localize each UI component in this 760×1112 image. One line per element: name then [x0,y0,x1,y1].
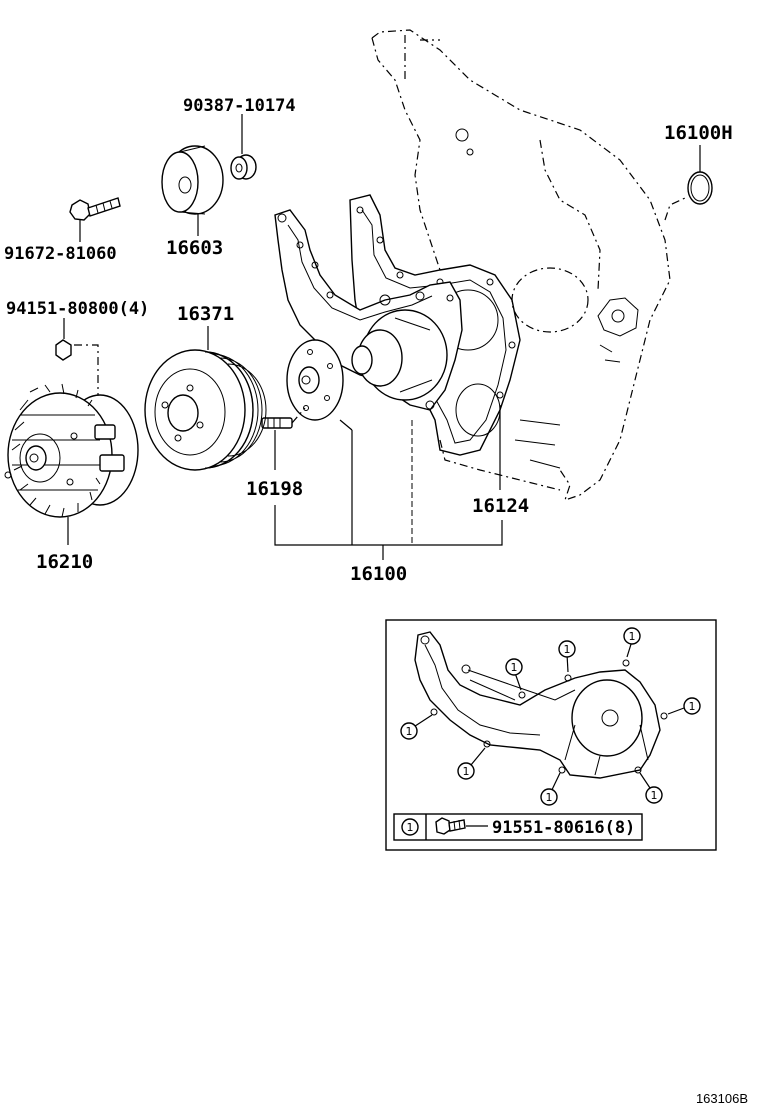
callout-1: 1 [689,700,696,713]
callout-1: 1 [511,661,518,674]
callout-1: 1 [463,765,470,778]
idler-pulley-16603 [161,145,224,236]
pulley-16371 [144,326,267,471]
bolt-91672-81060 [69,197,121,242]
label-90387-10174: 90387-10174 [183,96,296,116]
label-91551-80616: 91551-80616(8) [492,818,635,838]
legend-callout-1: 1 [407,821,414,834]
callout-1: 1 [406,725,413,738]
callout-markers: 1 1 1 1 1 1 1 1 [400,627,701,806]
nut-94151-80800 [55,318,99,395]
timing-cover-outline [371,29,686,501]
fan-clutch-16210 [4,383,139,545]
label-16100: 16100 [350,563,407,585]
flange-bolt-icon [435,817,466,835]
reference-code: 163106B [695,1091,748,1106]
label-16100H: 16100H [664,122,733,144]
callout-1: 1 [651,789,658,802]
spacer-90387-10174 [230,114,257,180]
callout-1: 1 [546,791,553,804]
label-91672-81060: 91672-81060 [4,244,117,264]
label-16603: 16603 [166,237,223,259]
callout-1: 1 [629,630,636,643]
o-ring-16100H [687,145,713,205]
label-16124: 16124 [472,495,529,517]
inset-bolt-detail: 1 1 1 1 1 1 1 1 1 91551-80616(8) [385,619,717,851]
inset-legend-row: 1 91551-80616(8) [393,813,643,841]
label-94151-80800: 94151-80800(4) [6,299,149,319]
stud-bolt-16198 [261,407,306,470]
label-16210: 16210 [36,551,93,573]
pump-flange [286,339,344,421]
label-16198: 16198 [246,478,303,500]
assembly-bracket-16100 [274,419,503,560]
label-16371: 16371 [177,303,234,325]
callout-1: 1 [564,643,571,656]
water-pump-body [274,209,463,411]
